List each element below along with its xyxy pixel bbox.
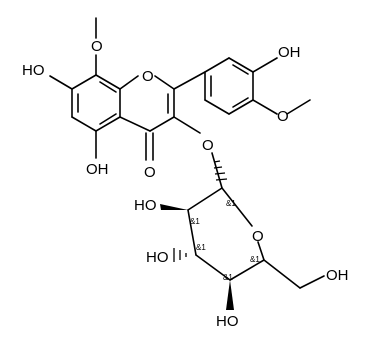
methoxy-top-oxygen-label: O <box>91 38 103 55</box>
hydroxy-5-label: OH <box>86 161 109 178</box>
hydroxy-7-label: HO <box>22 62 45 79</box>
hydroxy-2s-label: HO <box>134 197 157 214</box>
stereo-c1: &1 <box>226 199 236 208</box>
stereo-c3: &1 <box>196 243 206 252</box>
hydroxy-4s-label: HO <box>216 313 239 330</box>
ring-oxygen-label: O <box>142 68 154 85</box>
pyranose-oxygen-label: O <box>252 228 264 245</box>
stereo-c5: &1 <box>250 255 260 264</box>
stereo-descriptors: &1 &1 &1 &1 &1 <box>190 199 260 282</box>
hydroxy-3s-label: HO <box>146 249 169 266</box>
stereo-c2: &1 <box>190 217 200 226</box>
glycosidic-oxygen-label: O <box>202 137 214 154</box>
atom-labels: O O O HO OH OH O O O HO HO HO OH <box>22 38 349 330</box>
hydroxy-6s-label: OH <box>326 267 349 284</box>
bond-lines <box>49 17 325 289</box>
stereo-c4: &1 <box>223 273 233 282</box>
stereo-bonds <box>160 160 234 310</box>
ketone-oxygen-label: O <box>144 164 156 181</box>
hydroxy-4p-label: OH <box>278 44 301 61</box>
methoxy-right-oxygen-label: O <box>277 108 289 125</box>
